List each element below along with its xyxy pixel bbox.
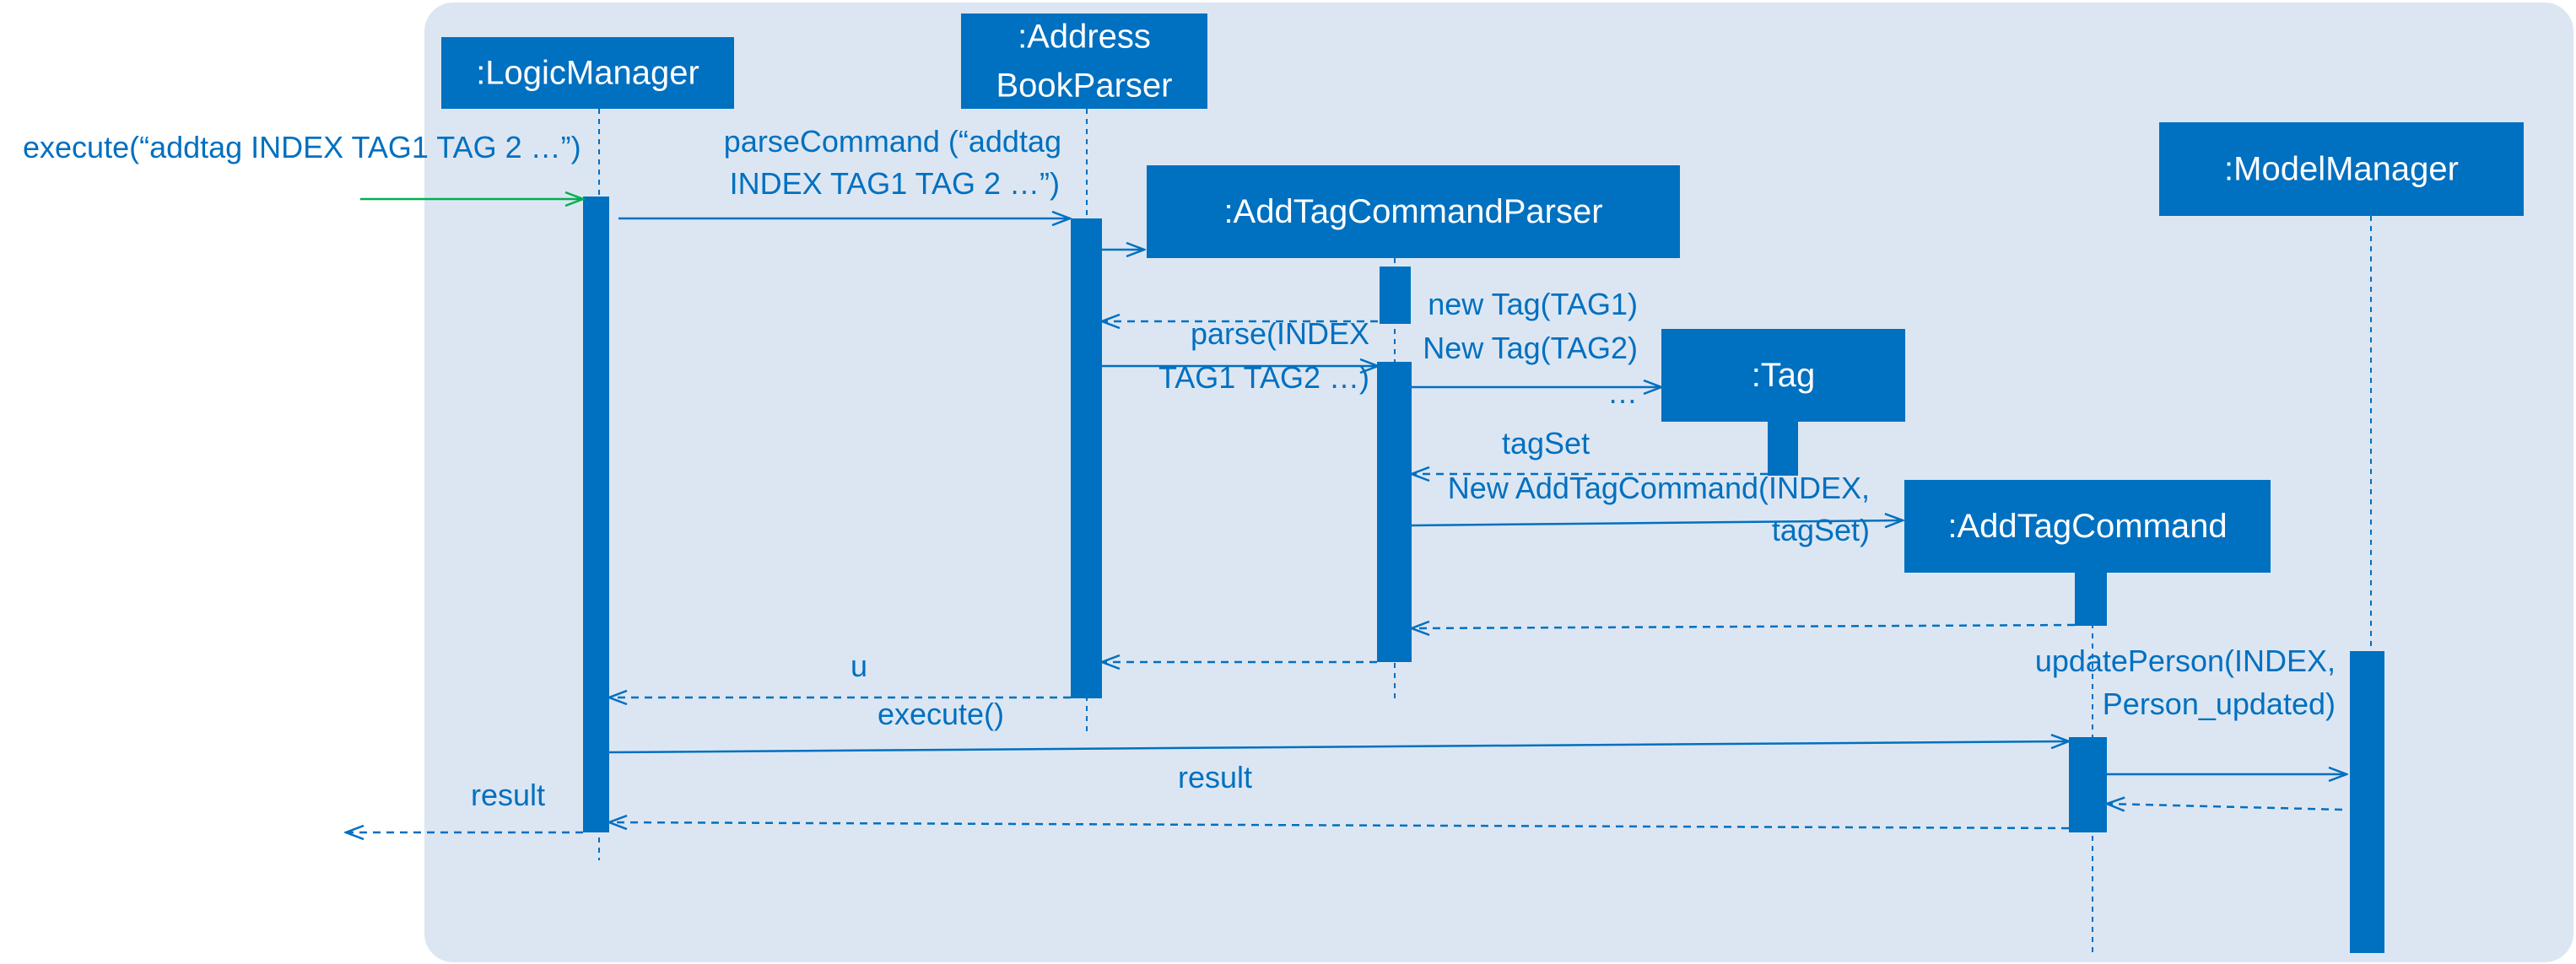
participant-box-tag xyxy=(1661,329,1905,422)
activation-addtagcommand-6 xyxy=(2069,737,2107,832)
activation-addtagcommand-5 xyxy=(2075,573,2107,626)
message-new-command: New AddTagCommand(INDEX, tagSet) xyxy=(1411,471,1903,547)
message-label-execute-in: execute(“addtag INDEX TAG1 TAG 2 …”) xyxy=(23,130,581,164)
message-result-return: result xyxy=(609,760,2070,828)
participant-box-addtagcommand xyxy=(1904,480,2271,573)
participant-box-logic xyxy=(441,37,734,109)
message-arrow-update-return xyxy=(2107,804,2343,810)
message-label-tagset-return: tagSet xyxy=(1502,426,1590,460)
activation-parser-1 xyxy=(1071,218,1102,698)
message-arrow-return-command xyxy=(1412,625,2076,628)
message-new-tag: new Tag(TAG1) New Tag(TAG2) … xyxy=(1412,287,1661,410)
message-tagset-return: tagSet xyxy=(1412,426,1768,474)
message-update-return xyxy=(2107,804,2343,810)
activation-addtagparser-2 xyxy=(1380,267,1411,324)
participant-label-parser: BookParser xyxy=(996,67,1173,105)
message-parse: parse(INDEX TAG1 TAG2 …) xyxy=(1102,316,1378,395)
participant-label-tag: :Tag xyxy=(1752,357,1816,394)
message-arrow-execute xyxy=(608,741,2069,754)
message-label-result-out: result xyxy=(471,778,545,812)
message-u-return: u xyxy=(609,649,1071,697)
participant-label-parser: :Address xyxy=(1018,19,1151,56)
activation-addtagparser-3 xyxy=(1377,362,1412,662)
message-label-result-return: result xyxy=(1178,760,1252,794)
message-label-new-command: tagSet) xyxy=(1772,513,1870,547)
participant-logic: :LogicManager xyxy=(441,37,734,109)
message-label-parse: parse(INDEX xyxy=(1191,316,1369,351)
participant-box-modelmanager xyxy=(2159,122,2524,216)
activation-modelmanager-7 xyxy=(2350,651,2384,953)
message-label-parse-command: INDEX TAG1 TAG 2 …”) xyxy=(730,166,1060,201)
message-arrow-result-return xyxy=(609,822,2070,828)
participant-tag: :Tag xyxy=(1661,329,1905,422)
activation-tag-4 xyxy=(1768,422,1798,476)
participant-label-logic: :LogicManager xyxy=(476,55,699,92)
message-execute-in: execute(“addtag INDEX TAG1 TAG 2 …”) xyxy=(23,130,583,199)
message-label-new-command: New AddTagCommand(INDEX, xyxy=(1448,471,1870,505)
participant-modelmanager: :ModelManager xyxy=(2159,122,2524,216)
participant-label-addtagcommand: :AddTagCommand xyxy=(1947,508,2227,545)
participant-addtagparser: :AddTagCommandParser xyxy=(1147,165,1680,258)
message-label-u-return: u xyxy=(851,649,867,683)
participant-label-modelmanager: :ModelManager xyxy=(2224,151,2459,188)
message-label-new-tag: New Tag(TAG2) xyxy=(1423,331,1638,365)
message-label-new-tag: new Tag(TAG1) xyxy=(1428,287,1638,321)
participant-label-addtagparser: :AddTagCommandParser xyxy=(1223,193,1602,230)
message-arrow-new-command xyxy=(1411,520,1903,525)
message-label-update-person: updatePerson(INDEX, xyxy=(2035,644,2336,678)
message-label-update-person: Person_updated) xyxy=(2103,687,2336,721)
message-label-execute: execute() xyxy=(878,697,1004,731)
diagram-panel xyxy=(424,3,2573,962)
activation-logic-0 xyxy=(583,197,609,832)
message-label-parse-command: parseCommand (“addtag xyxy=(724,124,1061,159)
message-result-out: result xyxy=(346,778,583,832)
message-execute: execute() xyxy=(608,697,2069,754)
message-update-person: updatePerson(INDEX, Person_updated) xyxy=(2035,644,2346,774)
message-label-parse: TAG1 TAG2 …) xyxy=(1158,360,1369,395)
participant-box-parser xyxy=(961,13,1207,109)
participant-box-addtagparser xyxy=(1147,165,1680,258)
message-return-command xyxy=(1412,625,2076,628)
participant-addtagcommand: :AddTagCommand xyxy=(1904,480,2271,573)
message-label-new-tag: … xyxy=(1607,375,1638,410)
